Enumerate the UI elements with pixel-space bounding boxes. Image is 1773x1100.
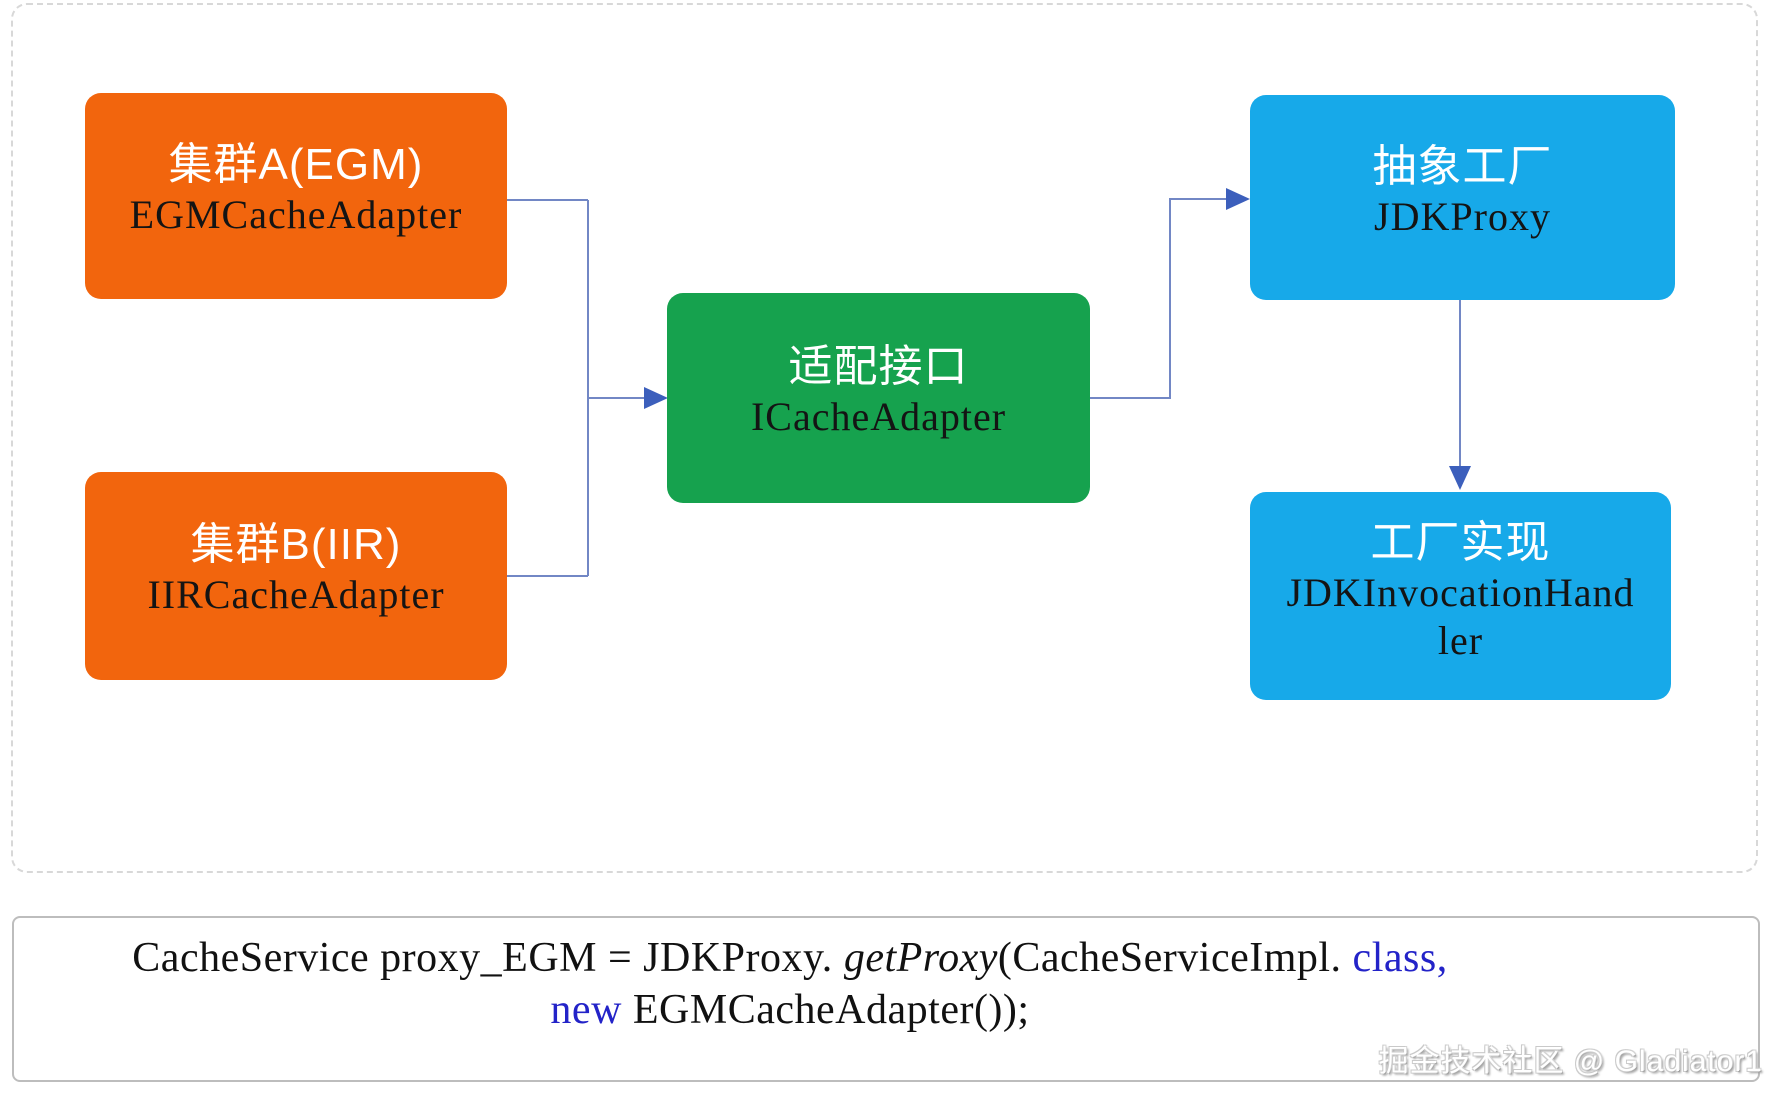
node-factory-subtitle: JDKProxy: [1374, 193, 1551, 239]
code-seg-plain: (CacheServiceImpl.: [997, 935, 1353, 981]
node-cluster-a: 集群A(EGM) EGMCacheAdapter: [85, 93, 507, 299]
node-adapter-subtitle: ICacheAdapter: [750, 394, 1007, 439]
code-seg-plain: CacheService proxy_EGM = JDKProxy.: [132, 935, 844, 981]
code-seg-new-keyword: new: [550, 987, 622, 1033]
code-line-2: new EGMCacheAdapter());: [14, 984, 1566, 1036]
code-seg-plain: EGMCacheAdapter());: [621, 987, 1030, 1033]
node-factory-impl-subtitle: JDKInvocationHandler: [1286, 570, 1635, 663]
node-adapter-interface: 适配接口 ICacheAdapter: [667, 293, 1090, 503]
code-line-1: CacheService proxy_EGM = JDKProxy. getPr…: [14, 932, 1566, 984]
node-factory-title: 抽象工厂: [1372, 141, 1553, 191]
node-factory-impl: 工厂实现 JDKInvocationHandler: [1250, 492, 1671, 700]
node-cluster-a-subtitle: EGMCacheAdapter: [129, 192, 463, 237]
node-cluster-b: 集群B(IIR) IIRCacheAdapter: [85, 472, 507, 680]
node-adapter-title: 适配接口: [788, 342, 969, 391]
code-seg-class-keyword: class,: [1352, 935, 1448, 981]
node-cluster-a-title: 集群A(EGM): [168, 140, 424, 189]
code-panel: CacheService proxy_EGM = JDKProxy. getPr…: [12, 916, 1760, 1082]
node-factory-impl-title: 工厂实现: [1370, 518, 1551, 567]
code-seg-getproxy: getProxy: [843, 935, 998, 981]
node-abstract-factory: 抽象工厂 JDKProxy: [1250, 95, 1675, 300]
watermark: 掘金技术社区 @ Gladiator1: [1378, 1045, 1763, 1078]
node-cluster-b-subtitle: IIRCacheAdapter: [147, 572, 445, 617]
node-cluster-b-title: 集群B(IIR): [190, 520, 402, 569]
